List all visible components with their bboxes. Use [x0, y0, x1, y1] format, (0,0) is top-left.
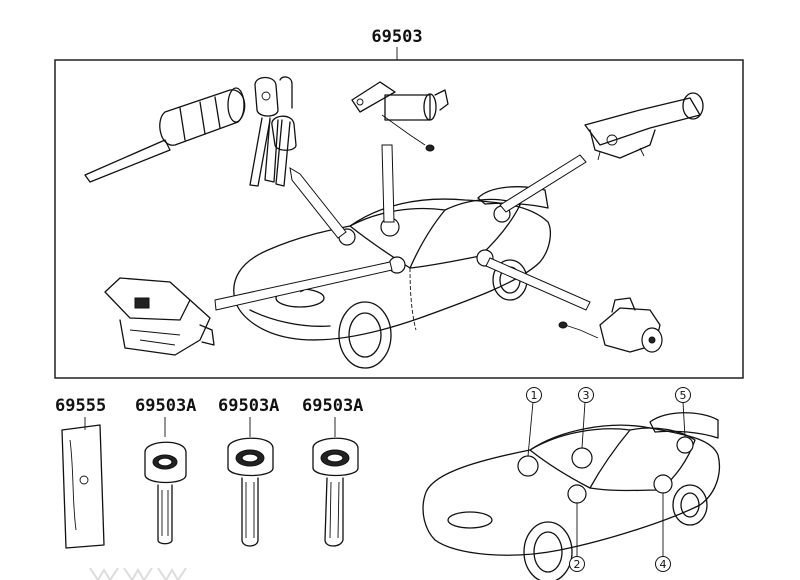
svg-text:1: 1	[531, 389, 538, 402]
part-number-key-1: 69503A	[135, 396, 196, 416]
svg-text:3: 3	[583, 389, 590, 402]
part-number-key-3: 69503A	[302, 396, 363, 416]
door-lock-cylinder-illustration	[351, 81, 449, 152]
callout-1: 1	[526, 387, 542, 403]
pointer-arrows	[214, 144, 591, 311]
hatch-lock-illustration	[584, 92, 704, 161]
key-illustration-1	[144, 417, 187, 545]
key-illustration-3	[312, 417, 359, 547]
svg-text:5: 5	[680, 389, 687, 402]
trunk-lock-illustration	[558, 297, 663, 353]
car-illustration-locator	[422, 401, 721, 580]
key-set-illustration	[249, 76, 297, 187]
watermark-fragment	[89, 567, 187, 580]
callout-5: 5	[675, 387, 691, 403]
svg-text:2: 2	[574, 558, 581, 571]
key-blank-card-illustration	[61, 417, 105, 549]
svg-text:4: 4	[660, 558, 667, 571]
assembly-frame	[54, 59, 744, 379]
assembly-part-number: 69503	[371, 27, 422, 47]
callout-3: 3	[578, 387, 594, 403]
key-illustration-2	[227, 417, 274, 547]
callout-2: 2	[569, 556, 585, 572]
part-number-key-2: 69503A	[218, 396, 279, 416]
part-number-blank-key: 69555	[55, 396, 106, 416]
ignition-cylinder-illustration	[84, 87, 246, 183]
glove-box-lock-illustration	[104, 277, 215, 356]
callout-4: 4	[655, 556, 671, 572]
